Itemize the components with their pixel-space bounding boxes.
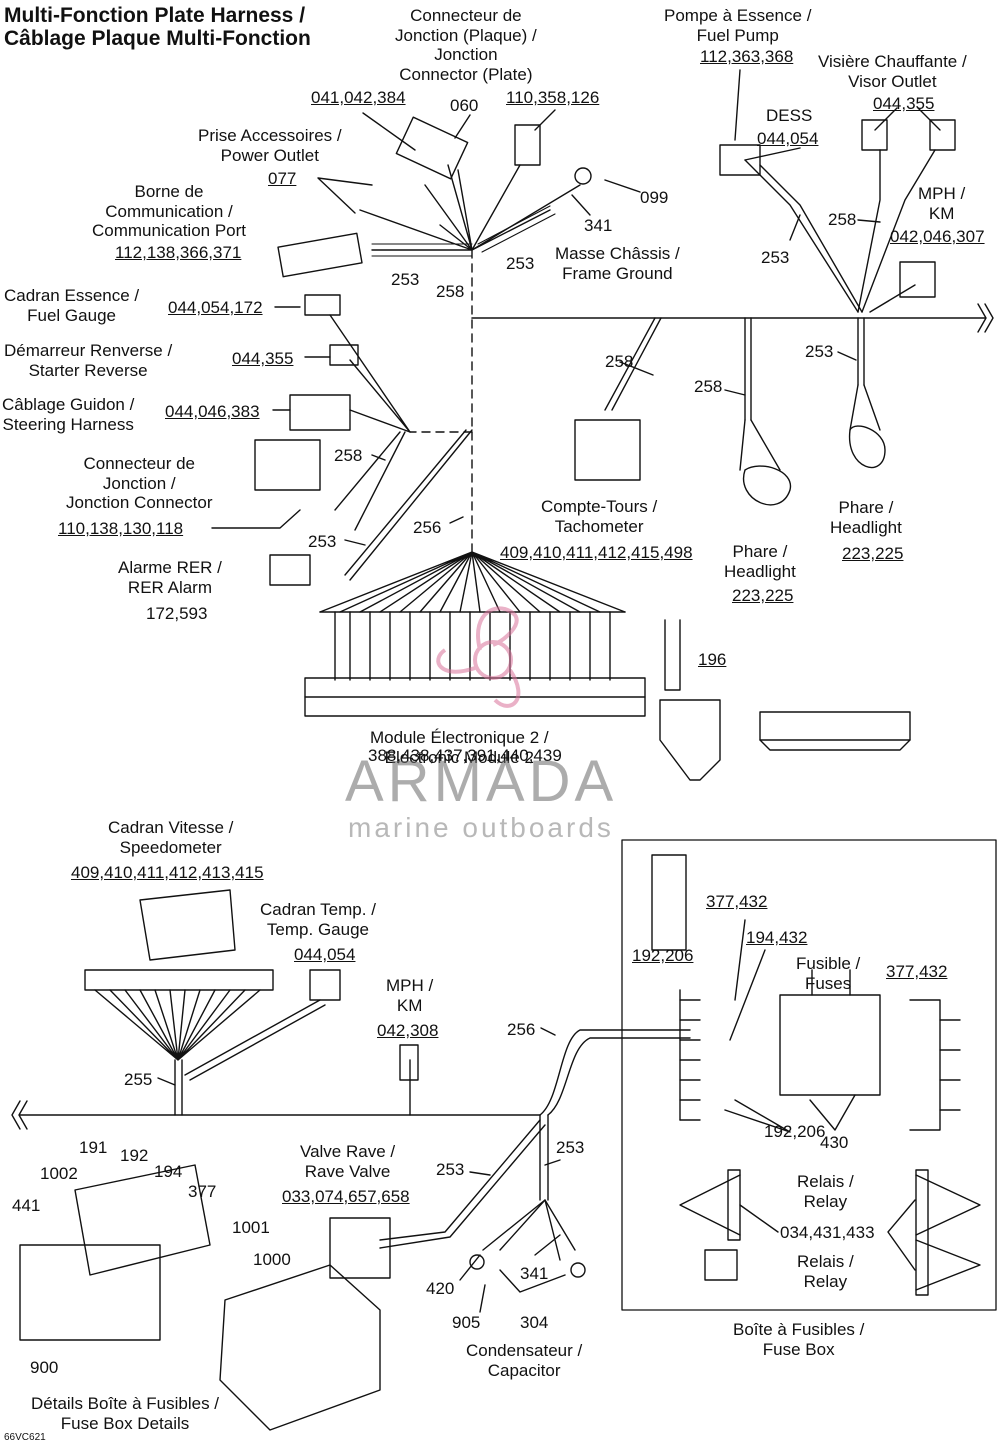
part-ref: 044,046,383 [165, 402, 260, 421]
label-headlight-mid: Phare / Headlight [724, 542, 796, 581]
part-ref: 044,054 [294, 945, 356, 964]
label-relay-1: Relais / Relay [797, 1172, 854, 1211]
part-ref: 253 [308, 532, 337, 551]
label-jonction-connector: Connecteur de Jonction / Jonction Connec… [66, 454, 213, 512]
label-fuse-box-details: Détails Boîte à Fusibles / Fuse Box Deta… [31, 1394, 220, 1433]
part-ref: 194,432 [746, 928, 808, 947]
part-ref: 905 [452, 1313, 481, 1332]
diagram-title: Multi-Fonction Plate Harness / Câblage P… [4, 4, 311, 50]
label-capacitor: Condensateur / Capacitor [466, 1341, 583, 1380]
part-ref: 258 [828, 210, 857, 229]
part-ref: 112,138,366,371 [115, 243, 242, 262]
part-ref: 191 [79, 1138, 108, 1157]
label-speedometer: Cadran Vitesse / Speedometer [108, 818, 234, 857]
label-fuel-pump: Pompe à Essence / Fuel Pump [664, 6, 812, 45]
part-ref: 377,432 [886, 962, 948, 981]
label-tachometer: Compte-Tours / Tachometer [541, 497, 658, 536]
part-ref: 044,355 [232, 349, 294, 368]
part-ref: 110,358,126 [506, 88, 600, 107]
part-ref: 420 [426, 1279, 455, 1298]
part-ref: 256 [413, 518, 442, 537]
part-ref: 077 [268, 169, 297, 188]
part-ref: 388,438,437,391,440,439 [368, 746, 562, 765]
part-ref: 112,363,368 [700, 47, 794, 66]
part-ref: 341 [584, 216, 613, 235]
label-headlight-right: Phare / Headlight [830, 498, 902, 537]
label-starter-reverse: Démarreur Renverse / Starter Reverse [4, 341, 173, 380]
part-ref: 253 [436, 1160, 465, 1179]
drawing-code: 66VC621 [4, 1432, 46, 1443]
part-ref: 033,074,657,658 [282, 1187, 410, 1206]
part-ref: 041,042,384 [311, 88, 406, 107]
speedometer-connector [84, 969, 274, 991]
part-ref: 409,410,411,412,415,498 [500, 543, 693, 562]
part-ref: 900 [30, 1358, 59, 1377]
part-ref: 341 [520, 1264, 549, 1283]
label-electronic-module: Module Électronique 2 / Electronic Modul… [370, 728, 549, 767]
part-ref: 099 [640, 188, 669, 207]
part-ref: 255 [124, 1070, 153, 1089]
part-ref: 409,410,411,412,413,415 [71, 863, 264, 882]
label-fuel-gauge: Cadran Essence / Fuel Gauge [4, 286, 140, 325]
label-power-outlet: Prise Accessoires / Power Outlet [198, 126, 342, 165]
part-ref: 044,054 [757, 129, 819, 148]
label-communication-port: Borne de Communication / Communication P… [92, 182, 247, 240]
part-ref: 044,355 [873, 94, 935, 113]
watermark-tagline: marine outboards [348, 812, 614, 843]
part-ref: 258 [436, 282, 465, 301]
part-ref: 192 [120, 1146, 149, 1165]
label-rer-alarm: Alarme RER / RER Alarm [118, 558, 222, 597]
part-ref: 253 [556, 1138, 585, 1157]
part-ref: 044,054,172 [168, 298, 263, 317]
label-mph-km-top: MPH / KM [918, 184, 966, 223]
part-ref: 256 [507, 1020, 536, 1039]
part-ref: 1002 [40, 1164, 78, 1183]
part-ref: 377,432 [706, 892, 768, 911]
part-ref: 042,308 [377, 1021, 439, 1040]
part-ref: 196 [698, 650, 727, 669]
part-ref: 042,046,307 [890, 227, 985, 246]
fuse-box-panel [621, 839, 997, 1311]
part-ref: 192,206 [632, 946, 694, 965]
label-frame-ground: Masse Châssis / Frame Ground [555, 244, 680, 283]
part-ref: 223,225 [842, 544, 904, 563]
watermark-logo [436, 606, 521, 708]
watermark-brand: ARMADA [345, 749, 618, 814]
part-ref: 1001 [232, 1218, 270, 1237]
part-ref: 172,593 [146, 604, 208, 623]
part-ref: 441 [12, 1196, 41, 1215]
label-relay-2: Relais / Relay [797, 1252, 854, 1291]
label-rave-valve: Valve Rave / Rave Valve [300, 1142, 396, 1181]
label-visor-outlet: Visière Chauffante / Visor Outlet [818, 52, 967, 91]
label-mph-km-bottom: MPH / KM [386, 976, 434, 1015]
part-ref: 258 [605, 352, 634, 371]
part-ref: 110,138,130,118 [58, 519, 184, 538]
label-fuse-box: Boîte à Fusibles / Fuse Box [733, 1320, 865, 1359]
part-ref: 258 [694, 377, 723, 396]
part-ref: 253 [506, 254, 535, 273]
label-junction-connector-plate: Connecteur de Jonction (Plaque) / Joncti… [395, 6, 537, 84]
part-ref: 034,431,433 [780, 1223, 875, 1242]
label-fuses: Fusible / Fuses [796, 954, 861, 993]
label-dess: DESS [766, 106, 813, 125]
part-ref: 253 [761, 248, 790, 267]
part-ref: 304 [520, 1313, 549, 1332]
label-temp-gauge: Cadran Temp. / Temp. Gauge [260, 900, 376, 939]
part-ref: 253 [391, 270, 420, 289]
part-ref: 258 [334, 446, 363, 465]
part-ref: 194 [154, 1162, 183, 1181]
part-ref: 192,206 [764, 1122, 826, 1141]
part-ref: 1000 [253, 1250, 291, 1269]
part-ref: 223,225 [732, 586, 794, 605]
part-ref: 377 [188, 1182, 217, 1201]
part-ref: 060 [450, 96, 479, 115]
part-ref: 253 [805, 342, 834, 361]
part-ref: 430 [820, 1133, 849, 1152]
label-steering-harness: Câblage Guidon / Steering Harness [2, 395, 135, 434]
